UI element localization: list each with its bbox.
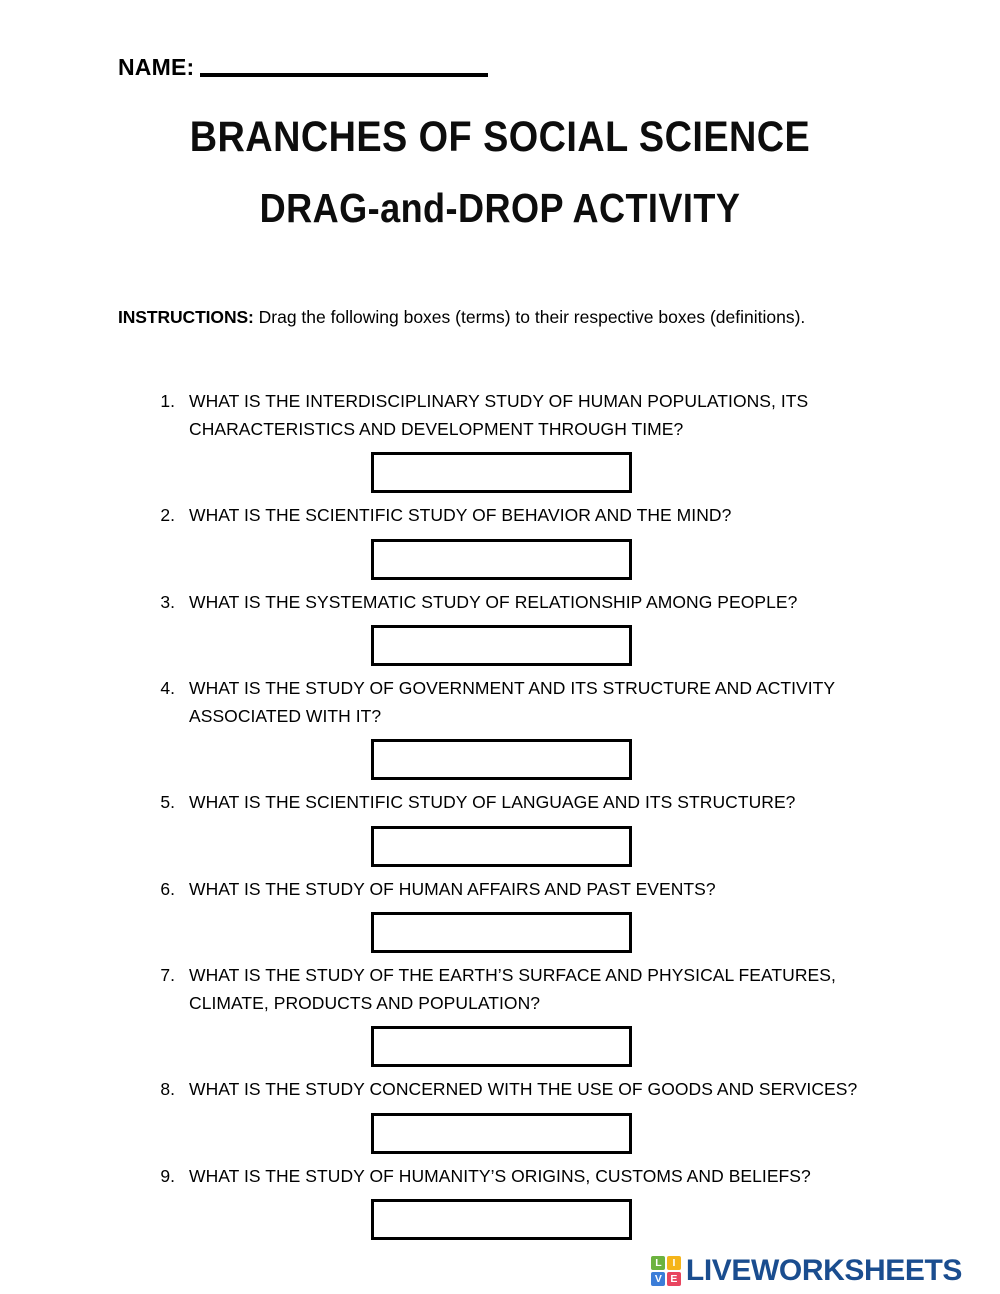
name-row: NAME:	[118, 54, 489, 80]
question-row-8: 8. WHAT IS THE STUDY CONCERNED WITH THE …	[0, 1076, 1000, 1104]
name-label: NAME:	[118, 54, 195, 80]
answer-dropbox-5[interactable]	[371, 825, 632, 867]
question-text-6: WHAT IS THE STUDY OF HUMAN AFFAIRS AND P…	[189, 878, 716, 899]
question-item-9: 9. WHAT IS THE STUDY OF HUMANITY’S ORIGI…	[0, 1163, 1000, 1240]
question-item-1: 1. WHAT IS THE INTERDISCIPLINARY STUDY O…	[0, 388, 1000, 493]
question-item-2: 2. WHAT IS THE SCIENTIFIC STUDY OF BEHAV…	[0, 502, 1000, 580]
question-item-7: 7. WHAT IS THE STUDY OF THE EARTH’S SURF…	[0, 962, 1000, 1067]
page-subtitle: DRAG-and-DROP ACTIVITY	[259, 185, 741, 231]
question-number-9: 9.	[160, 1165, 175, 1186]
question-number-2: 2.	[160, 505, 175, 525]
question-item-5: 5. WHAT IS THE SCIENTIFIC STUDY OF LANGU…	[0, 789, 1000, 867]
answer-dropbox-4[interactable]	[371, 739, 632, 780]
question-number-3: 3.	[160, 591, 175, 612]
instructions: INSTRUCTIONS: Drag the following boxes (…	[118, 304, 808, 331]
question-item-3: 3. WHAT IS THE SYSTEMATIC STUDY OF RELAT…	[0, 589, 1000, 666]
question-number-8: 8.	[160, 1079, 175, 1099]
question-row-1: 1. WHAT IS THE INTERDISCIPLINARY STUDY O…	[0, 388, 1000, 443]
question-row-7: 7. WHAT IS THE STUDY OF THE EARTH’S SURF…	[0, 962, 1000, 1017]
question-text-5: WHAT IS THE SCIENTIFIC STUDY OF LANGUAGE…	[189, 792, 796, 812]
title-block: BRANCHES OF SOCIAL SCIENCE DRAG-and-DROP…	[0, 110, 1000, 234]
answer-dropbox-7[interactable]	[371, 1026, 632, 1067]
question-item-8: 8. WHAT IS THE STUDY CONCERNED WITH THE …	[0, 1076, 1000, 1154]
question-row-2: 2. WHAT IS THE SCIENTIFIC STUDY OF BEHAV…	[0, 502, 1000, 530]
answer-dropbox-1[interactable]	[371, 452, 632, 493]
name-input-blank[interactable]	[200, 73, 489, 77]
answer-dropbox-8[interactable]	[371, 1112, 632, 1154]
instructions-text: Drag the following boxes (terms) to thei…	[253, 306, 806, 327]
question-text-9: WHAT IS THE STUDY OF HUMANITY’S ORIGINS,…	[189, 1165, 811, 1186]
answer-dropbox-3[interactable]	[371, 625, 632, 666]
question-text-7: WHAT IS THE STUDY OF THE EARTH’S SURFACE…	[189, 965, 836, 1013]
answer-dropbox-2[interactable]	[371, 538, 632, 580]
liveworksheets-wordmark: LIVEWORKSHEETS	[685, 1254, 962, 1287]
question-row-3: 3. WHAT IS THE SYSTEMATIC STUDY OF RELAT…	[0, 589, 1000, 617]
question-number-7: 7.	[160, 965, 175, 985]
question-row-5: 5. WHAT IS THE SCIENTIFIC STUDY OF LANGU…	[0, 789, 1000, 817]
logo-tile-l: L	[651, 1256, 666, 1271]
instructions-label: INSTRUCTIONS:	[118, 306, 254, 327]
question-text-1: WHAT IS THE INTERDISCIPLINARY STUDY OF H…	[189, 391, 809, 439]
question-row-6: 6. WHAT IS THE STUDY OF HUMAN AFFAIRS AN…	[0, 876, 1000, 904]
question-number-4: 4.	[160, 678, 175, 698]
question-text-8: WHAT IS THE STUDY CONCERNED WITH THE USE…	[189, 1079, 858, 1099]
question-item-4: 4. WHAT IS THE STUDY OF GOVERNMENT AND I…	[0, 675, 1000, 780]
question-text-3: WHAT IS THE SYSTEMATIC STUDY OF RELATION…	[189, 591, 798, 612]
question-item-6: 6. WHAT IS THE STUDY OF HUMAN AFFAIRS AN…	[0, 876, 1000, 953]
liveworksheets-mark-icon: L I V E	[651, 1256, 681, 1286]
question-number-5: 5.	[160, 792, 175, 812]
question-number-1: 1.	[160, 391, 175, 411]
question-text-4: WHAT IS THE STUDY OF GOVERNMENT AND ITS …	[189, 678, 835, 726]
answer-dropbox-6[interactable]	[371, 912, 632, 953]
question-row-9: 9. WHAT IS THE STUDY OF HUMANITY’S ORIGI…	[0, 1163, 1000, 1191]
question-list: 1. WHAT IS THE INTERDISCIPLINARY STUDY O…	[0, 388, 1000, 1249]
logo-tile-i: I	[666, 1256, 681, 1271]
logo-tile-v: V	[651, 1271, 666, 1286]
answer-dropbox-9[interactable]	[371, 1199, 632, 1240]
liveworksheets-logo[interactable]: L I V E LIVEWORKSHEETS	[651, 1256, 962, 1286]
logo-tile-e: E	[666, 1271, 681, 1286]
page-title: BRANCHES OF SOCIAL SCIENCE	[189, 113, 811, 161]
question-row-4: 4. WHAT IS THE STUDY OF GOVERNMENT AND I…	[0, 675, 1000, 730]
question-number-6: 6.	[160, 878, 175, 899]
question-text-2: WHAT IS THE SCIENTIFIC STUDY OF BEHAVIOR…	[189, 505, 732, 525]
